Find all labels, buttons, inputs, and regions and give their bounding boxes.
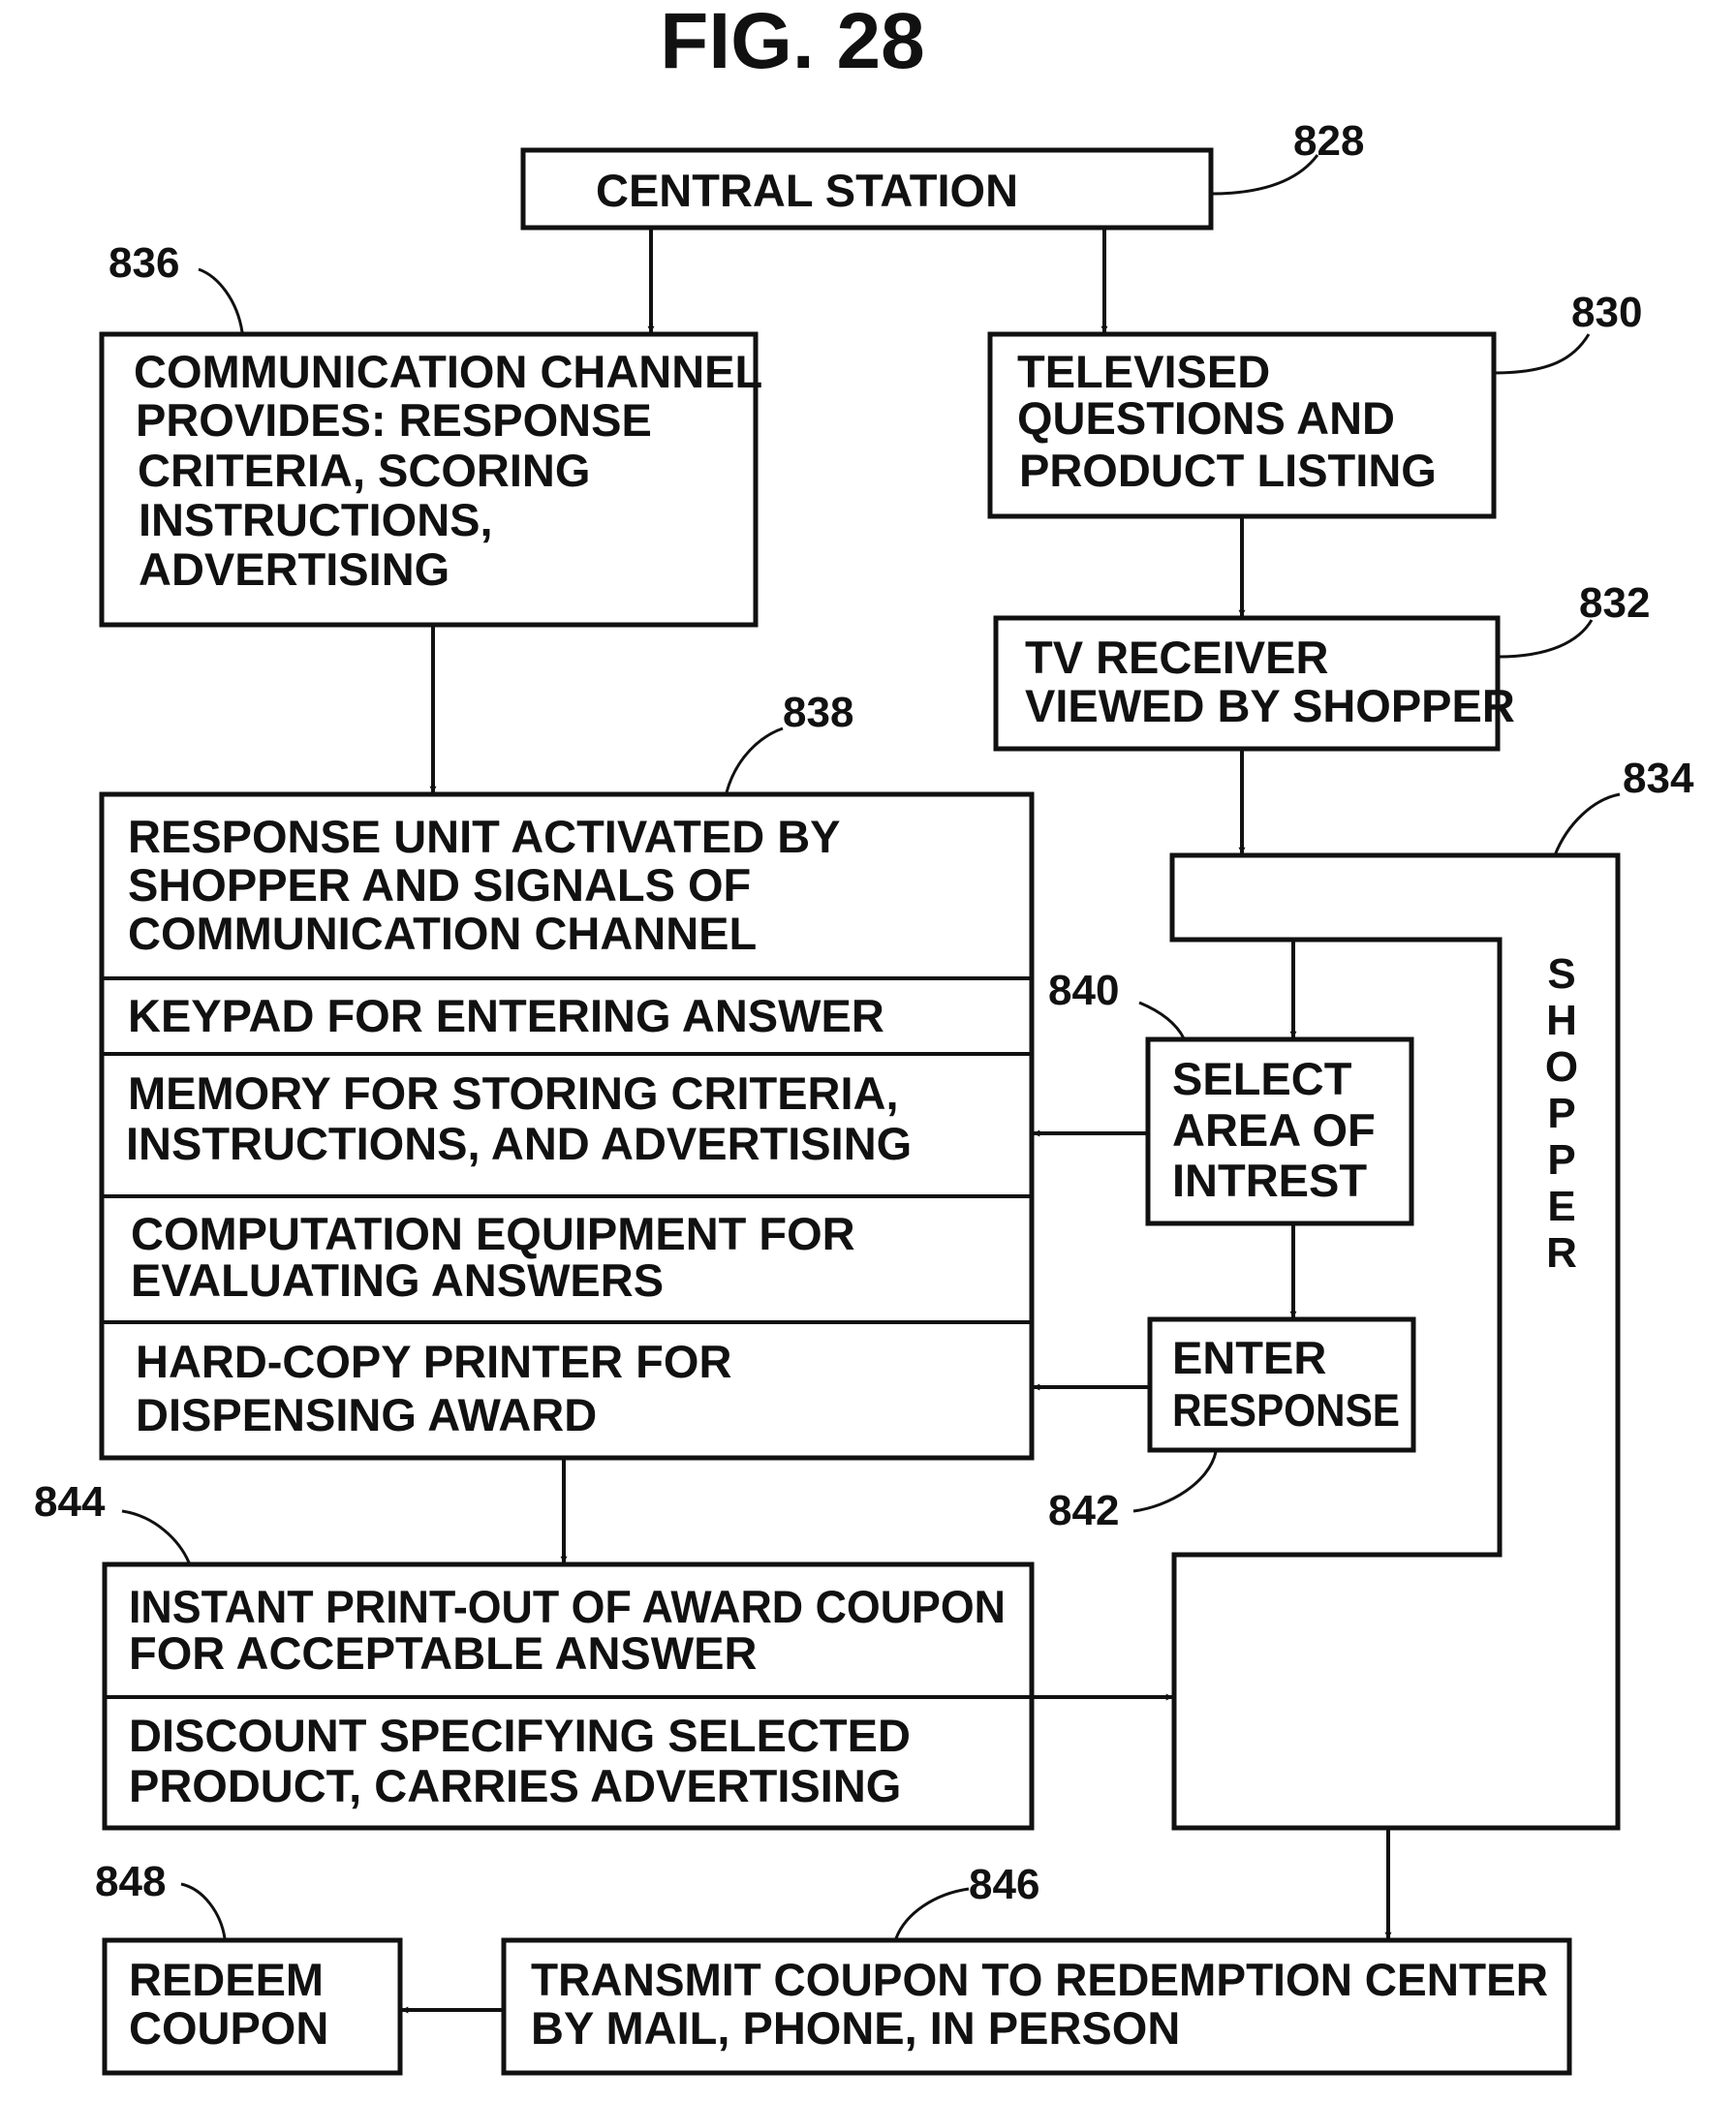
leader-830 — [1493, 333, 1591, 375]
ref-844: 844 — [34, 1478, 106, 1526]
transmit-line: BY MAIL, PHONE, IN PERSON — [531, 2002, 1180, 2054]
ref-836: 836 — [108, 239, 179, 287]
leader-834 — [1553, 792, 1621, 856]
response-unit-line: RESPONSE UNIT ACTIVATED BY — [128, 811, 841, 862]
response-unit-line: SHOPPER AND SIGNALS OF — [128, 859, 751, 911]
ref-840: 840 — [1048, 967, 1119, 1014]
leader-848 — [180, 1882, 227, 1939]
shopper-letter: E — [1547, 1183, 1575, 1230]
memory-line: INSTRUCTIONS, AND ADVERTISING — [126, 1118, 912, 1169]
leader-846 — [894, 1887, 970, 1939]
computation-line: COMPUTATION EQUIPMENT FOR — [131, 1208, 855, 1259]
redeem-line: REDEEM — [129, 1954, 324, 2005]
comm-line: PROVIDES: RESPONSE — [136, 394, 652, 446]
leader-838 — [725, 726, 784, 793]
select-line: INTREST — [1172, 1155, 1367, 1206]
comm-line: INSTRUCTIONS, — [139, 494, 493, 545]
coupon-line: DISCOUNT SPECIFYING SELECTED — [129, 1710, 911, 1761]
printer-line: HARD-COPY PRINTER FOR — [136, 1336, 731, 1387]
ref-838: 838 — [783, 689, 853, 736]
tv-receiver-box — [993, 615, 1501, 752]
ref-848: 848 — [95, 1858, 166, 1905]
leader-844 — [121, 1509, 191, 1563]
shopper-letter: P — [1547, 1090, 1575, 1137]
ref-832: 832 — [1579, 579, 1650, 627]
figure-title: FIG. 28 — [660, 0, 924, 85]
enter-line: RESPONSE — [1172, 1384, 1400, 1436]
tv-receiver-line: VIEWED BY SHOPPER — [1025, 680, 1515, 731]
televised-line: QUESTIONS AND — [1017, 392, 1395, 444]
transmit-coupon-box — [501, 1937, 1572, 2076]
redeem-coupon-box — [102, 1937, 403, 2076]
shopper-letter: R — [1546, 1229, 1577, 1277]
leader-842 — [1132, 1451, 1218, 1513]
comm-line: CRITERIA, SCORING — [138, 445, 590, 496]
ref-830: 830 — [1571, 289, 1642, 336]
leader-828 — [1210, 154, 1319, 196]
shopper-bracket — [1169, 852, 1621, 1831]
shopper-letter: P — [1547, 1136, 1575, 1184]
select-line: SELECT — [1172, 1053, 1352, 1104]
keypad-line: KEYPAD FOR ENTERING ANSWER — [128, 990, 884, 1041]
coupon-line: FOR ACCEPTABLE ANSWER — [129, 1627, 757, 1679]
computation-line: EVALUATING ANSWERS — [131, 1254, 664, 1306]
ref-846: 846 — [969, 1861, 1039, 1908]
coupon-line: INSTANT PRINT-OUT OF AWARD COUPON — [129, 1581, 1006, 1632]
televised-line: TELEVISED — [1017, 346, 1270, 397]
ref-842: 842 — [1048, 1487, 1119, 1534]
leader-832 — [1497, 619, 1594, 659]
leader-840 — [1138, 1001, 1186, 1039]
printer-line: DISPENSING AWARD — [136, 1389, 597, 1440]
memory-line: MEMORY FOR STORING CRITERIA, — [128, 1067, 899, 1119]
ref-828: 828 — [1293, 117, 1364, 165]
leader-836 — [198, 267, 244, 333]
central-station-box — [520, 147, 1214, 231]
shopper-letter: S — [1547, 950, 1575, 998]
shopper-letter: H — [1546, 997, 1577, 1044]
shopper-letter: O — [1545, 1043, 1578, 1091]
ref-834: 834 — [1623, 755, 1694, 802]
tv-receiver-line: TV RECEIVER — [1025, 632, 1328, 683]
comm-line: ADVERTISING — [139, 543, 450, 595]
response-unit-box — [99, 791, 1035, 1461]
enter-line: ENTER — [1172, 1332, 1326, 1383]
response-unit-line: COMMUNICATION CHANNEL — [128, 908, 757, 959]
central-station-label: CENTRAL STATION — [596, 165, 1018, 216]
comm-line: COMMUNICATION CHANNEL — [134, 346, 762, 397]
transmit-line: TRANSMIT COUPON TO REDEMPTION CENTER — [531, 1954, 1548, 2005]
redeem-line: COUPON — [129, 2002, 328, 2054]
select-line: AREA OF — [1172, 1104, 1376, 1156]
coupon-line: PRODUCT, CARRIES ADVERTISING — [129, 1760, 901, 1811]
communication-channel-box — [99, 331, 759, 628]
enter-response-box — [1147, 1316, 1416, 1453]
televised-line: PRODUCT LISTING — [1019, 445, 1437, 496]
